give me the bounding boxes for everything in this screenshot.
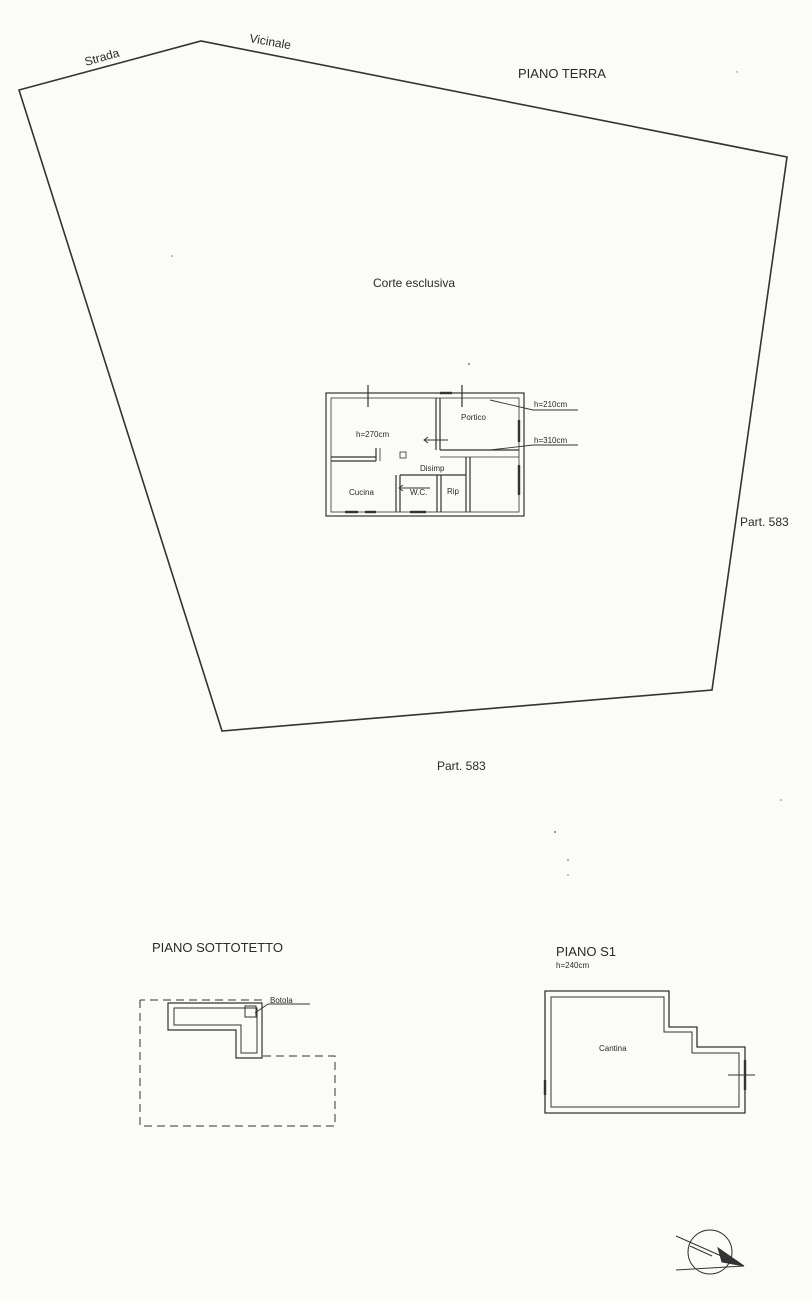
attic-plan: [139, 999, 336, 1127]
parcel-label-right: Part. 583: [740, 515, 789, 529]
room-hall: Disimp: [420, 464, 445, 473]
porch-height-2: h=310cm: [534, 436, 567, 445]
room-cellar: Cantina: [599, 1044, 627, 1053]
basement-plan: [543, 990, 755, 1114]
courtyard-label: Corte esclusiva: [373, 276, 455, 290]
scan-specks: [171, 71, 782, 876]
house-plan: [325, 385, 578, 517]
attic-title: PIANO SOTTOTETTO: [152, 940, 283, 955]
room-wc: W.C.: [410, 488, 427, 497]
lot-boundary: [17, 40, 788, 732]
room-kitchen: Cucina: [349, 488, 374, 497]
room-porch: Portico: [461, 413, 486, 422]
north-arrow-icon: [675, 1229, 745, 1275]
basement-title: PIANO S1: [556, 944, 616, 959]
ground-floor-title: PIANO TERRA: [518, 66, 606, 81]
attic-hatch-label: Botola: [270, 996, 293, 1005]
porch-height-1: h=210cm: [534, 400, 567, 409]
road-label-vicinale: Vicinale: [248, 31, 292, 52]
basement-height: h=240cm: [556, 961, 589, 970]
road-label-strada: Strada: [83, 46, 121, 69]
room-living-height: h=270cm: [356, 430, 389, 439]
room-storage: Rip: [447, 487, 460, 496]
parcel-label-bottom: Part. 583: [437, 759, 486, 773]
